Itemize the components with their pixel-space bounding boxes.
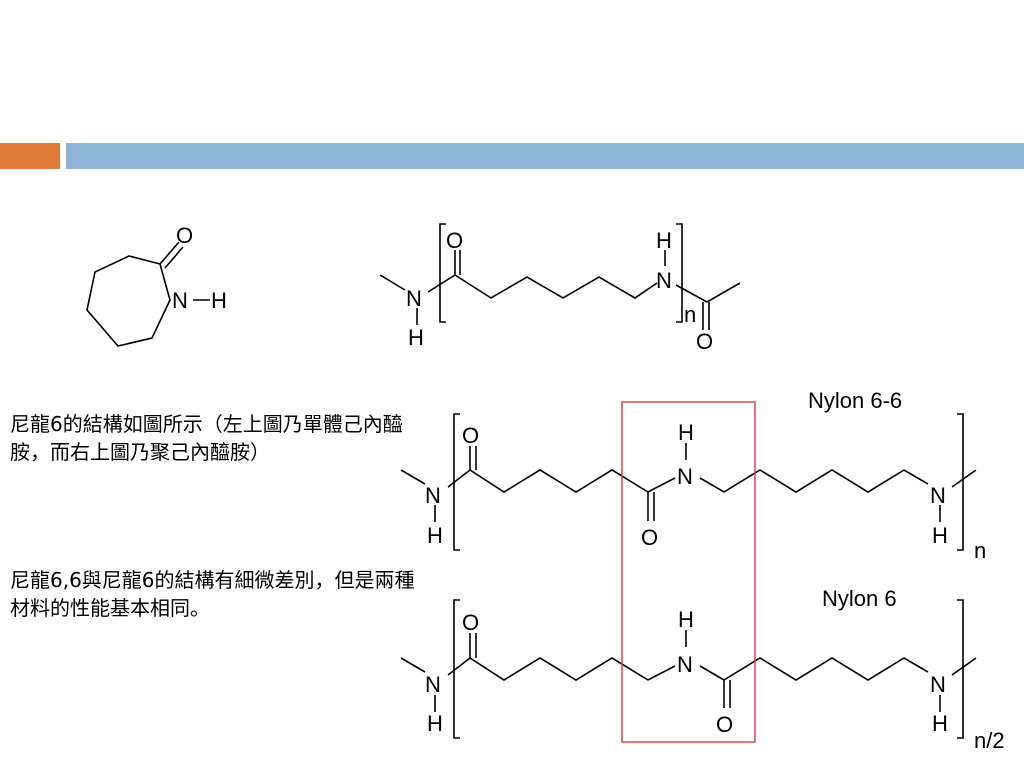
bracket-left [453, 413, 460, 551]
subscript-n: n [974, 538, 986, 563]
nylon66-title: Nylon 6-6 [808, 388, 902, 413]
adipic-chain [469, 469, 676, 493]
bracket-left [439, 223, 446, 323]
atom-n-right: N [930, 672, 946, 697]
description-paragraph-1: 尼龍6的結構如圖所示（左上圖乃單體己內醯胺，而右上圖乃聚己內醯胺） [10, 412, 403, 464]
n-c-bond [427, 274, 456, 293]
atom-n-right: N [656, 268, 672, 293]
chain-2 [723, 657, 929, 681]
right-terminal-bond [951, 469, 977, 488]
subscript-n: n [684, 302, 696, 327]
atom-h-right: H [932, 523, 948, 548]
n-c-bond [447, 469, 471, 488]
amide-highlight-box [621, 401, 756, 743]
atom-n-mid: N [677, 464, 693, 489]
atom-n-left: N [425, 483, 441, 508]
atom-n-left: N [425, 672, 441, 697]
title-bar [66, 143, 1024, 169]
carbonyl-bond [159, 241, 180, 265]
caprolactam-ring [86, 255, 171, 347]
bracket-right [676, 223, 683, 323]
left-terminal-bond [400, 657, 426, 673]
polycaprolactam-structure: O H N H N n O [379, 223, 741, 354]
atom-h-left: H [427, 711, 443, 736]
atom-n-right: N [930, 483, 946, 508]
bracket-right [957, 413, 964, 551]
bracket-left [453, 599, 460, 739]
atom-h-mid: H [678, 420, 694, 445]
right-terminal-bond [951, 657, 977, 676]
atom-o-1: O [446, 228, 463, 253]
chain-1 [469, 657, 676, 681]
title-accent-bar [0, 143, 60, 169]
subscript-n-half: n/2 [974, 728, 1005, 753]
atom-o: O [176, 223, 193, 248]
atom-o-1: O [462, 423, 479, 448]
left-terminal-bond [379, 274, 406, 291]
diamine-chain [699, 469, 929, 493]
atom-o-1: O [462, 610, 479, 635]
caprolactam-structure: O N H [86, 223, 227, 347]
description-paragraph-2: 尼龍6,6與尼龍6的結構有細微差別，但是兩種材料的性能基本相同。 [10, 568, 415, 620]
atom-n: N [172, 288, 188, 313]
atom-o-2: O [716, 712, 733, 737]
methylene-chain [454, 274, 658, 299]
atom-h-left: H [427, 523, 443, 548]
nylon66-structure: Nylon 6-6 O H N O N H N H n [400, 388, 986, 563]
bracket-right [957, 599, 964, 739]
n-c-bond [447, 657, 471, 676]
terminal-methyl-bond [706, 282, 741, 303]
atom-h-right: H [932, 711, 948, 736]
nylon6-title: Nylon 6 [822, 586, 897, 611]
atom-n-left: N [406, 286, 422, 311]
left-terminal-bond [400, 469, 426, 485]
atom-o-2: O [641, 525, 658, 550]
atom-o-2: O [696, 329, 713, 354]
atom-h-mid: H [678, 607, 694, 632]
atom-h-top: H [656, 228, 672, 253]
atom-n-mid: N [677, 652, 693, 677]
atom-h-left: H [408, 325, 424, 350]
nylon6-structure: Nylon 6 O H N O N H N H n/2 [400, 586, 1005, 753]
atom-h: H [211, 288, 227, 313]
n-c-bond-2 [675, 284, 708, 303]
n-c-bond-2 [699, 665, 725, 681]
carbonyl-double-bond [164, 246, 184, 269]
